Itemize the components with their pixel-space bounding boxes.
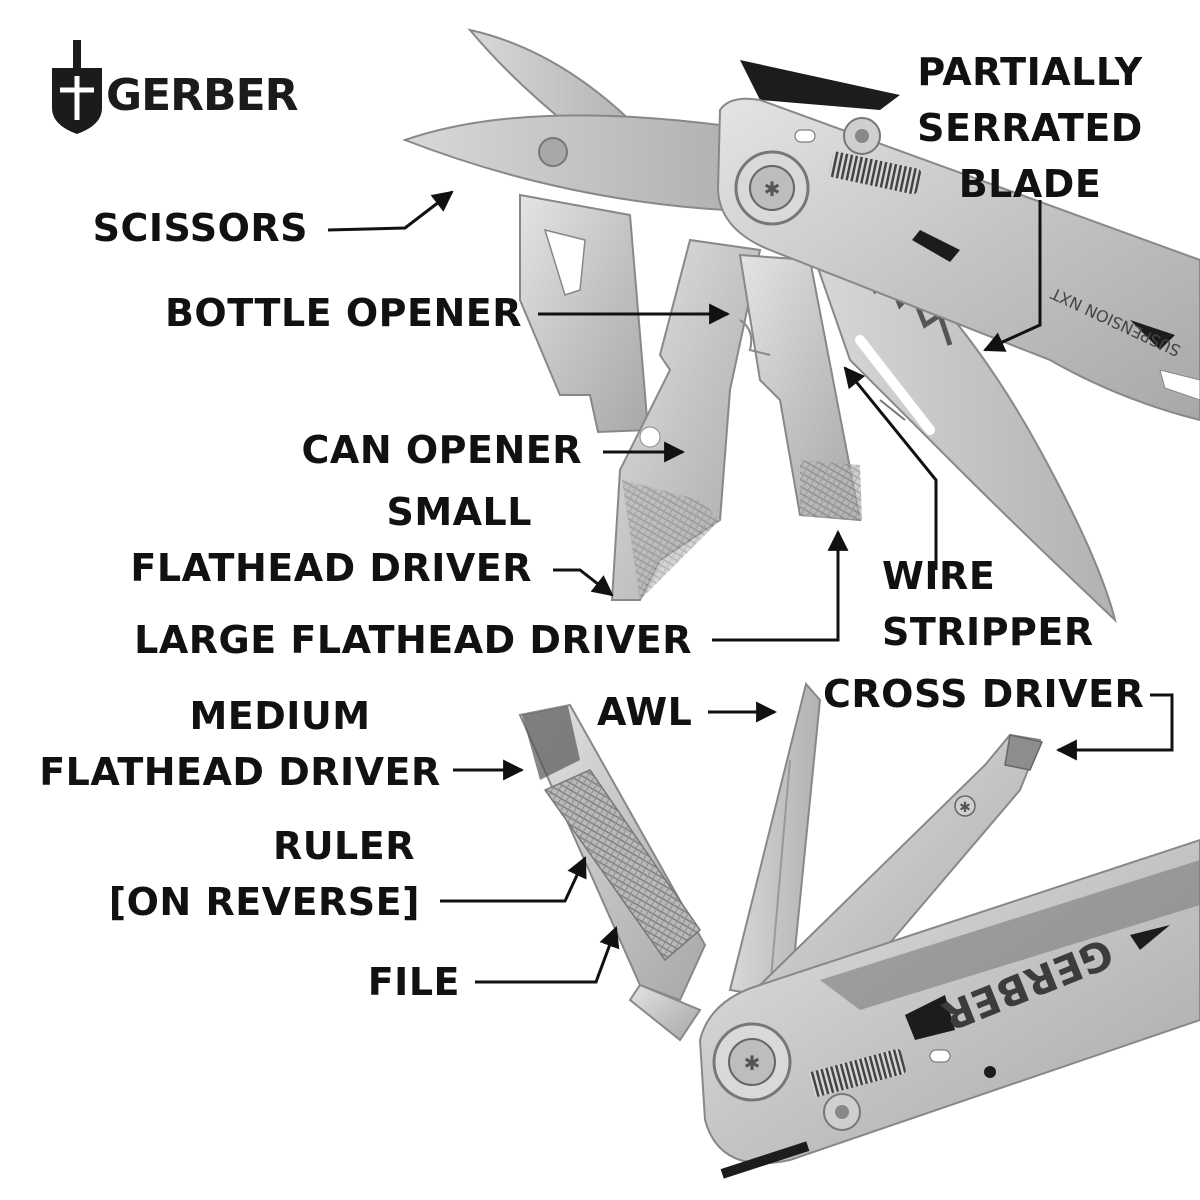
scissors-icon — [402, 28, 727, 212]
label-serrated-blade: PARTIALLY SERRATED BLADE — [917, 50, 1143, 206]
label-medium-flathead-driver: MEDIUM FLATHEAD DRIVER — [39, 694, 441, 794]
file-tool-icon — [518, 703, 707, 1042]
label-file: FILE — [367, 960, 460, 1004]
svg-text:✱: ✱ — [959, 800, 971, 816]
label-scissors: SCISSORS — [92, 206, 308, 250]
cross-driver-arrow — [1055, 693, 1174, 761]
label-can-opener: CAN OPENER — [301, 428, 582, 472]
label-ruler: RULER [ON REVERSE] — [108, 824, 420, 924]
file-arrow — [475, 926, 620, 984]
label-bottle-opener: BOTTLE OPENER — [164, 291, 522, 335]
svg-text:✱: ✱ — [764, 177, 781, 201]
small-flathead-arrow — [553, 568, 614, 597]
cross-driver-icon: ✱ — [758, 733, 1044, 1027]
large-flathead-arrow — [712, 529, 849, 642]
label-wire-stripper: WIRE STRIPPER — [882, 554, 1094, 654]
serrated-blade-arrow — [983, 200, 1042, 352]
label-awl: AWL — [597, 690, 693, 734]
opener-tools-icon — [519, 193, 862, 601]
scissors-arrow — [327, 190, 454, 232]
label-small-flathead-driver: SMALL FLATHEAD DRIVER — [130, 490, 532, 590]
gerber-logo-icon — [52, 40, 102, 134]
label-large-flathead-driver: LARGE FLATHEAD DRIVER — [134, 618, 692, 662]
lower-handle-icon: ✱ GERBER — [698, 838, 1200, 1179]
label-cross-driver: CROSS DRIVER — [823, 672, 1145, 716]
wire-stripper-arrow — [843, 366, 938, 570]
upper-handle-icon: ✱ SUSPENSION NXT — [716, 60, 1200, 422]
svg-text:✱: ✱ — [744, 1051, 761, 1075]
ruler-arrow — [440, 856, 587, 903]
brand-wordmark: GERBER — [106, 70, 299, 121]
